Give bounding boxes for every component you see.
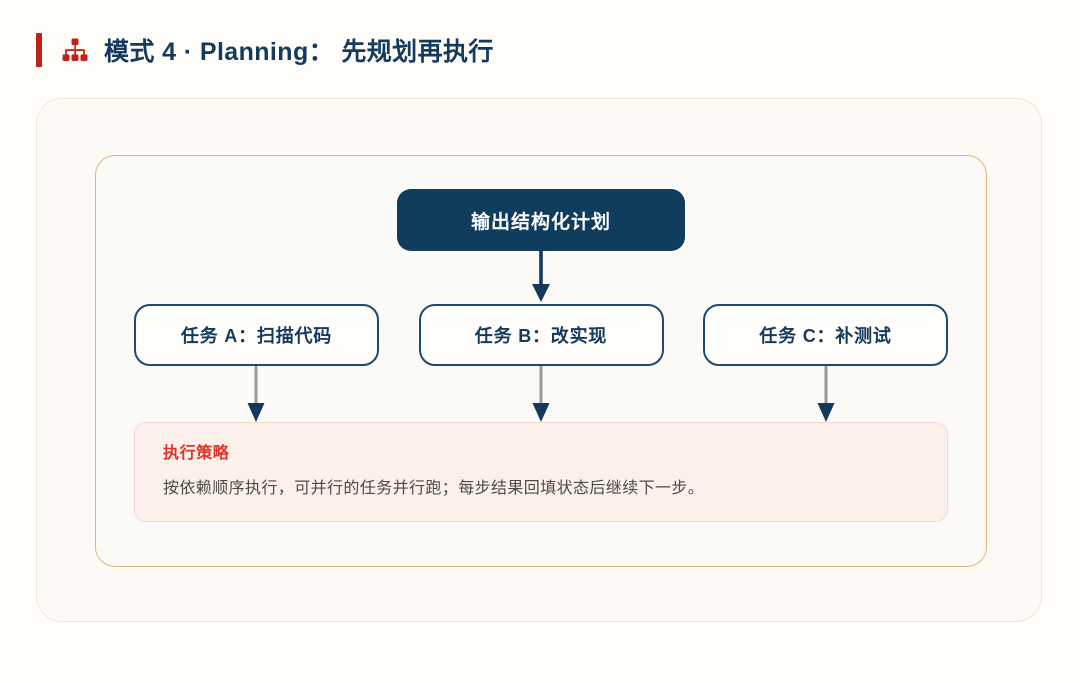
flow-node-task-b[interactable]: 任务 B：改实现 — [418, 304, 664, 366]
sitemap-icon — [62, 38, 88, 61]
strategy-panel: 执行策略 按依赖顺序执行，可并行的任务并行跑；每步结果回填状态后继续下一步。 — [134, 422, 948, 522]
content-card: 输出结构化计划 任务 A：扫描代码 任务 B：改实现 任务 C：补测试 — [36, 98, 1042, 622]
header-accent-bar — [36, 33, 42, 67]
arrow-down-task-c — [817, 366, 835, 422]
page-title: 模式 4 · Planning： 先规划再执行 — [104, 38, 494, 66]
flow-node-task-b-label: 任务 B：改实现 — [474, 326, 608, 346]
arrow-down-root — [532, 251, 550, 302]
flow-node-task-a[interactable]: 任务 A：扫描代码 — [134, 304, 379, 366]
flow-node-root[interactable]: 输出结构化计划 — [397, 189, 685, 251]
flowchart: 输出结构化计划 任务 A：扫描代码 任务 B：改实现 任务 C：补测试 — [96, 156, 986, 566]
page-header: 模式 4 · Planning： 先规划再执行 — [36, 28, 494, 72]
flow-node-task-a-label: 任务 A：扫描代码 — [180, 326, 333, 346]
strategy-title: 执行策略 — [163, 445, 230, 462]
flow-connector-group — [134, 366, 948, 424]
flow-node-task-c[interactable]: 任务 C：补测试 — [703, 304, 948, 366]
flow-node-root-label: 输出结构化计划 — [470, 211, 611, 233]
strategy-description: 按依赖顺序执行，可并行的任务并行跑；每步结果回填状态后继续下一步。 — [163, 480, 705, 497]
arrow-down-task-a — [247, 366, 265, 422]
arrow-down-task-b — [532, 366, 550, 422]
flow-task-row: 任务 A：扫描代码 任务 B：改实现 任务 C：补测试 — [134, 304, 948, 366]
diagram-panel: 输出结构化计划 任务 A：扫描代码 任务 B：改实现 任务 C：补测试 — [95, 155, 987, 567]
flow-node-task-c-label: 任务 C：补测试 — [759, 326, 892, 346]
